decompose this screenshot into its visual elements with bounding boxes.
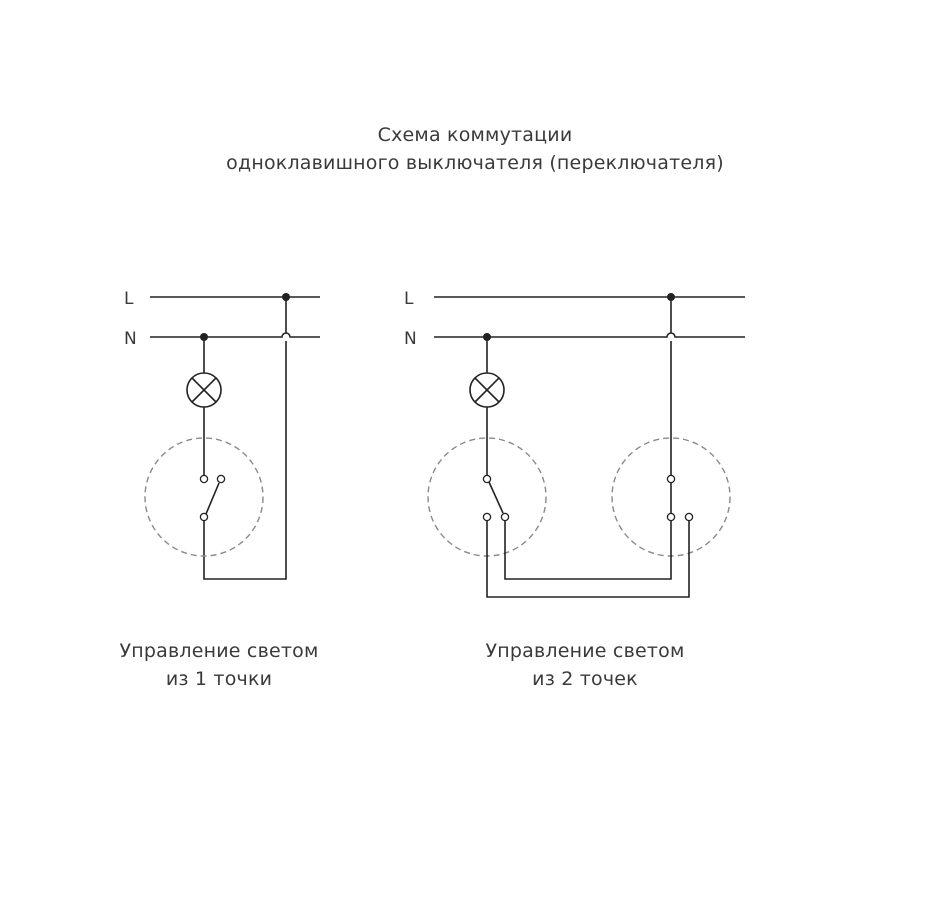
right-label-N: N [404, 329, 417, 349]
right-switch1-terminal-common [482, 474, 492, 484]
left-switch-outline [144, 437, 264, 557]
left-switch-terminal-free [216, 474, 226, 484]
left-label-N: N [124, 329, 137, 349]
right-switch2-terminal-b [684, 512, 694, 522]
left-caption-line1: Управление светом [119, 640, 319, 662]
left-caption-line2: из 1 точки [165, 668, 273, 690]
left-diagram: L N [124, 289, 320, 580]
left-N-wire [150, 332, 320, 338]
right-traveller-wire-outer [486, 521, 690, 598]
diagram-title-line1: Схема коммутации [377, 124, 573, 146]
right-caption-line2: из 2 точек [532, 668, 638, 690]
right-switch1-lever [488, 481, 504, 514]
right-diagram: L N [404, 289, 745, 598]
left-label-L: L [124, 289, 134, 309]
left-switch-lever [205, 482, 220, 515]
right-N-wire [434, 332, 745, 338]
right-switch1-terminal-b [500, 512, 510, 522]
right-switch2-terminal-a [666, 512, 676, 522]
left-switch-terminal-top [199, 474, 209, 484]
diagram-title-line2: одноклавишного выключателя (переключател… [226, 152, 724, 174]
right-lamp-icon [469, 372, 505, 408]
right-switch1-terminal-a [482, 512, 492, 522]
right-traveller-wire-inner [504, 521, 672, 580]
right-caption-line1: Управление светом [485, 640, 685, 662]
left-lamp-icon [186, 372, 222, 408]
right-label-L: L [404, 289, 414, 309]
left-switch-return-wire [203, 297, 287, 580]
right-switch2-terminal-common [666, 474, 676, 484]
left-switch-terminal-bottom [199, 512, 209, 522]
